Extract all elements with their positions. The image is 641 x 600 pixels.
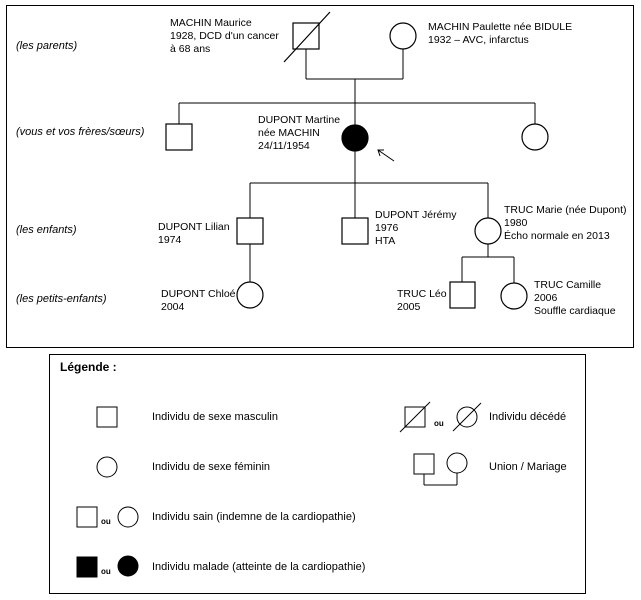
legend-deceased-text: Individu décédé xyxy=(489,411,567,423)
legend-male-square xyxy=(96,406,118,428)
legend-or-deceased: ou xyxy=(434,419,444,428)
generation-label-parents: (les parents) xyxy=(16,40,78,52)
proband-arrow xyxy=(377,149,395,162)
leo-square xyxy=(449,281,476,309)
generation-label-children: (les enfants) xyxy=(16,224,77,236)
paulette-circle xyxy=(389,22,417,50)
legend-deceased-circle-slash xyxy=(452,402,482,432)
brother-square xyxy=(165,123,193,151)
generation-label-siblings: (vous et vos frères/sœurs) xyxy=(16,126,145,138)
maurice-square xyxy=(292,22,320,50)
legend-healthy-text: Individu sain (indemne de la cardiopathi… xyxy=(152,511,356,523)
legend-title: Légende : xyxy=(60,360,117,374)
chloe-circle xyxy=(236,281,264,309)
legend-or-healthy: ou xyxy=(101,517,111,526)
legend-female-circle xyxy=(96,456,118,478)
proband-arrowhead xyxy=(377,149,384,157)
jeremy-square xyxy=(341,217,369,245)
maurice-deceased-slash xyxy=(283,11,331,63)
legend-female-text: Individu de sexe féminin xyxy=(152,461,271,473)
lilian-square xyxy=(236,217,264,245)
legend-male-text: Individu de sexe masculin xyxy=(152,411,278,423)
camille-circle xyxy=(500,282,528,310)
sister-circle xyxy=(521,123,549,151)
legend-affected-circle xyxy=(117,555,139,577)
legend-affected-square xyxy=(76,556,98,578)
legend-or-affected: ou xyxy=(101,567,111,576)
legend-frame xyxy=(49,354,586,594)
legend-union-square xyxy=(413,453,435,475)
generation-label-grandchildren: (les petits-enfants) xyxy=(16,293,107,305)
legend-union-circle xyxy=(446,452,468,474)
legend-deceased-square-slash xyxy=(399,401,431,433)
legend-union-text: Union / Mariage xyxy=(489,461,567,473)
martine-affected-circle xyxy=(341,124,369,152)
tree-frame xyxy=(6,5,634,348)
legend-healthy-circle xyxy=(117,506,139,528)
legend-affected-text: Individu malade (atteinte de la cardiopa… xyxy=(152,561,366,573)
legend-healthy-square xyxy=(76,506,98,528)
marie-circle xyxy=(474,217,502,245)
